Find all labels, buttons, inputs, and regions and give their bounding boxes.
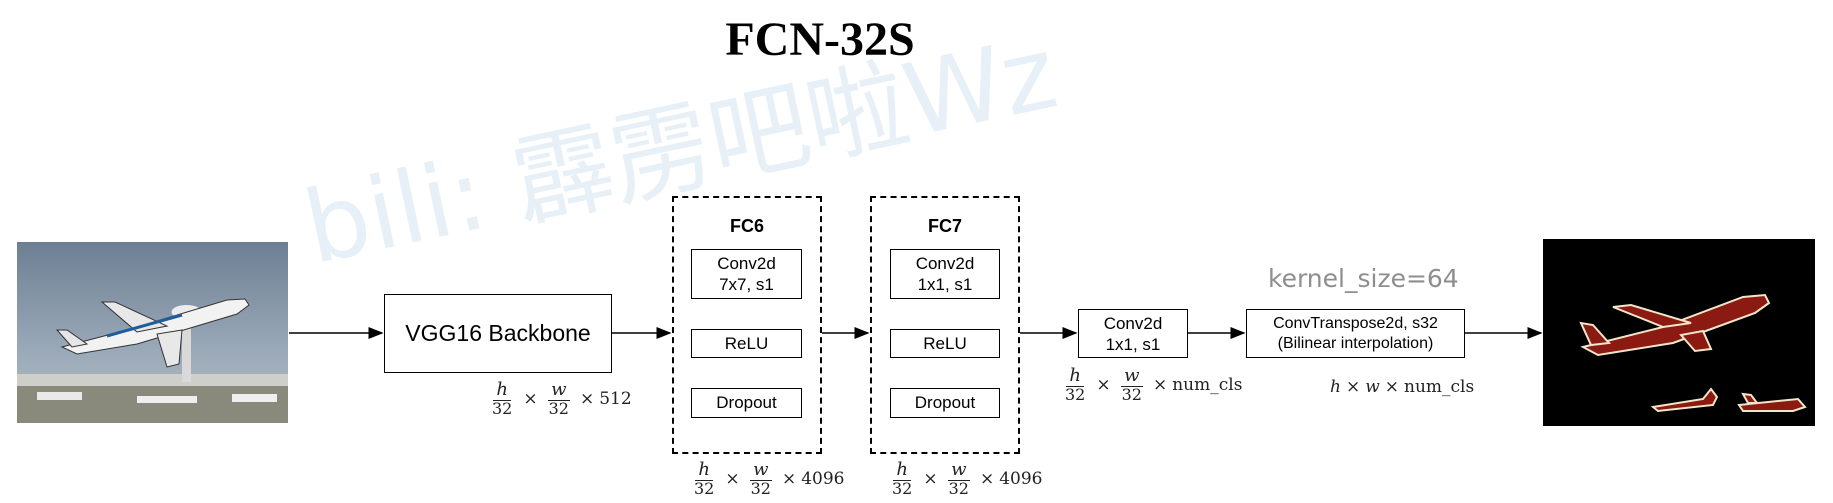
dim-den: 32: [1121, 384, 1142, 404]
segmentation-mask-graphic: [1579, 293, 1807, 413]
fc7-dropout-label: Dropout: [914, 393, 976, 412]
times-sign: ×: [1345, 377, 1361, 397]
vgg16-backbone-box: VGG16 Backbone: [384, 294, 612, 373]
times-sign: ×: [725, 469, 740, 490]
dim-den: 32: [948, 478, 969, 498]
dim-den: 32: [750, 478, 771, 498]
dim-den: 32: [694, 478, 715, 498]
dim-den: 32: [892, 478, 913, 498]
dim-num: w: [948, 460, 970, 481]
times-sign: ×: [1096, 375, 1111, 396]
fc7-relu-label: ReLU: [923, 333, 967, 353]
dim-num: h: [695, 460, 713, 481]
conv-transpose-label: ConvTranspose2d, s32 (Bilinear interpola…: [1273, 314, 1438, 352]
fc7-conv2d-box: Conv2d 1x1, s1: [890, 249, 1000, 299]
dim-channels: num_cls: [1172, 375, 1243, 396]
output-segmentation: [1543, 239, 1815, 426]
dim-den: 32: [1065, 384, 1086, 404]
kernel-size-annotation: kernel_size=64: [1268, 264, 1459, 293]
dim-den: 32: [492, 398, 513, 418]
dim-num: w: [1121, 366, 1143, 387]
dim-num: w: [750, 460, 772, 481]
dim-channels: 4096: [999, 469, 1043, 490]
input-image: [17, 242, 288, 423]
fc6-conv2d-box: Conv2d 7x7, s1: [691, 249, 802, 299]
dim-w: w: [1365, 377, 1380, 397]
fc6-relu-label: ReLU: [724, 333, 769, 353]
dim-num: h: [493, 380, 511, 401]
fc7-dropout-box: Dropout: [890, 388, 1000, 418]
dim-channels: num_cls: [1404, 377, 1475, 397]
fc6-group: FC6: [672, 196, 822, 454]
dim-num: h: [893, 460, 911, 481]
fc6-title: FC6: [729, 216, 764, 236]
conv2d-classifier-label: Conv2d 1x1, s1: [1103, 313, 1163, 354]
dim-h: h: [1330, 377, 1341, 397]
times-sign: ×: [523, 389, 538, 410]
dim-num: w: [548, 380, 570, 401]
fc7-relu-box: ReLU: [890, 329, 1000, 358]
fc7-conv2d-label: Conv2d 1x1, s1: [915, 254, 975, 294]
conv2d-classifier-box: Conv2d 1x1, s1: [1078, 309, 1188, 358]
times-sign: ×: [923, 469, 938, 490]
fc6-dropout-box: Dropout: [691, 388, 802, 418]
fc6-conv2d-label: Conv2d 7x7, s1: [717, 254, 776, 294]
fc6-dropout-label: Dropout: [716, 393, 777, 412]
dim-channels: 512: [599, 389, 632, 410]
fc7-group: FC7: [870, 196, 1020, 454]
dim-den: 32: [548, 398, 569, 418]
dim-channels: 4096: [801, 469, 845, 490]
airplane-photo-graphic: [17, 242, 288, 423]
fc6-relu-box: ReLU: [691, 329, 802, 358]
conv-transpose-box: ConvTranspose2d, s32 (Bilinear interpola…: [1246, 309, 1465, 358]
fc7-title: FC7: [927, 216, 962, 236]
output-dims: h × w × num_cls: [1330, 377, 1475, 397]
dim-num: h: [1066, 366, 1084, 387]
page-title: FCN-32S: [725, 13, 915, 66]
vgg16-backbone-label: VGG16 Backbone: [405, 320, 591, 346]
